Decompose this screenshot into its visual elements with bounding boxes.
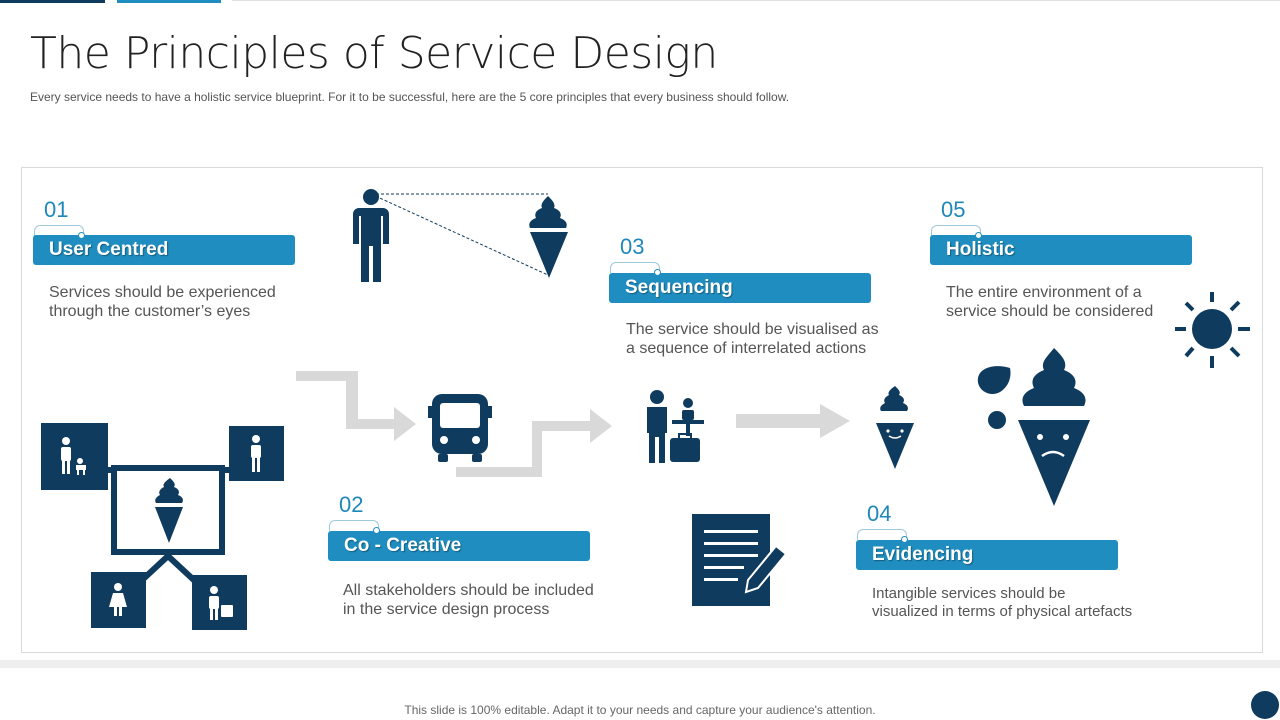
principle-02-connector (329, 520, 379, 531)
principle-01-connector-dot (78, 232, 85, 239)
principle-03-description: The service should be visualised as a se… (626, 320, 879, 358)
principle-04-description-line: Intangible services should be (872, 585, 1066, 602)
principle-05-description-line: The entire environment of a (946, 284, 1142, 301)
footer-note: This slide is 100% editable. Adapt it to… (404, 703, 876, 717)
principle-02-number: 02 (339, 492, 364, 517)
principle-03-connector (610, 262, 660, 273)
principle-05-description-line: service should be considered (946, 303, 1154, 320)
reception-desk-icon (647, 390, 704, 463)
principle-04-number: 04 (867, 501, 892, 526)
principle-04-description-line: visualized in terms of physical artefact… (872, 603, 1133, 620)
principle-02-description-line: in the service design process (343, 601, 550, 618)
top-accent-line (232, 0, 1280, 1)
diagram-frame (21, 167, 1263, 653)
principle-03-connector-dot (654, 269, 661, 276)
principle-03-description-line: The service should be visualised as (626, 321, 879, 338)
bottom-band (0, 660, 1280, 668)
principle-03-title: Sequencing (609, 273, 871, 303)
view-lines (370, 193, 549, 276)
principle-04-connector-dot (901, 536, 908, 543)
top-accent-bar-dark (0, 0, 105, 3)
traveler-icon (192, 575, 247, 630)
principle-05-number: 05 (941, 197, 966, 222)
principle-05-connector-dot (975, 232, 982, 239)
family-icon (41, 423, 108, 490)
principle-01-title: User Centred (33, 235, 295, 265)
principle-02-description-line: All stakeholders should be included (343, 582, 594, 599)
principle-03-description-line: a sequence of interrelated actions (626, 340, 867, 357)
document-pen-icon (692, 514, 788, 606)
woman-icon (91, 572, 146, 628)
sun-icon (1175, 292, 1250, 368)
ice-cream-icon (529, 196, 568, 278)
bus-icon (428, 394, 492, 462)
principle-05-title: Holistic (930, 235, 1192, 265)
principle-02-description: All stakeholders should be included in t… (343, 581, 594, 619)
man-icon (229, 426, 284, 481)
principle-01-number: 01 (44, 197, 69, 222)
principle-05-connector (931, 225, 981, 236)
principle-01-description: Services should be experienced through t… (49, 283, 276, 321)
principle-01-connector (34, 225, 84, 236)
principle-04-description: Intangible services should be visualized… (872, 585, 1132, 621)
flow-arrow-icon (296, 371, 850, 477)
principle-01-description-line: through the customer’s eyes (49, 303, 251, 320)
corner-badge (1251, 691, 1279, 719)
page-subtitle: Every service needs to have a holistic s… (30, 90, 790, 104)
ice-cream-icon (876, 386, 914, 469)
sad-ice-cream-icon (977, 348, 1090, 506)
principle-01-description-line: Services should be experienced (49, 284, 276, 301)
principle-03-number: 03 (620, 234, 645, 259)
person-icon (353, 189, 389, 282)
top-accent-bar-blue (117, 0, 221, 3)
principle-02-title: Co - Creative (328, 531, 590, 561)
principle-04-title: Evidencing (856, 540, 1118, 570)
principle-04-connector (857, 529, 907, 540)
ice-cream-icon (155, 478, 183, 543)
principle-02-connector-dot (373, 527, 380, 534)
page-title: The Principles of Service Design (30, 28, 718, 79)
principle-05-description: The entire environment of a service shou… (946, 283, 1153, 321)
